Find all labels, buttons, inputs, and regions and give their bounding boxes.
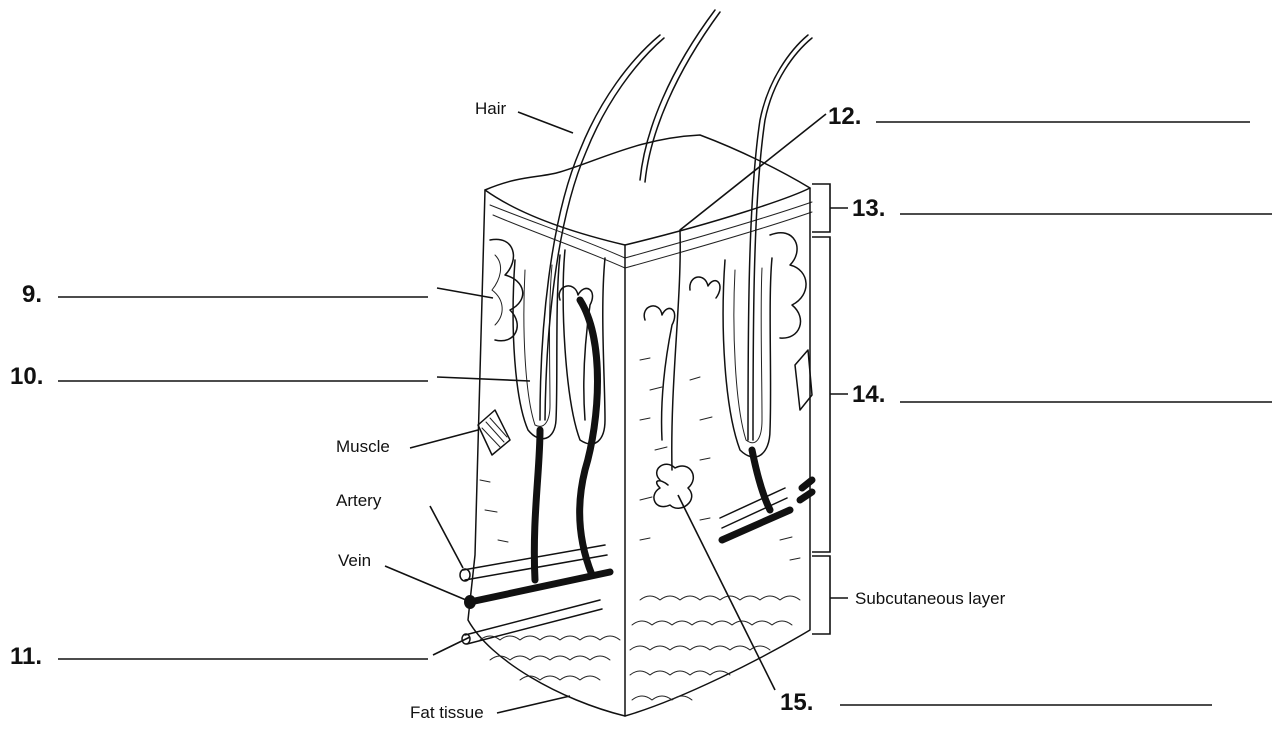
vein-vessel xyxy=(470,572,610,602)
leader-12 xyxy=(680,114,826,230)
sweat-gland-coil xyxy=(654,464,693,508)
label-fat-tissue: Fat tissue xyxy=(410,703,484,722)
bracket-13 xyxy=(812,184,848,232)
block-outline xyxy=(468,188,810,716)
capillary-loop xyxy=(690,277,720,298)
skin-block-illustration xyxy=(460,10,812,716)
label-vein: Vein xyxy=(338,551,371,570)
leader-muscle xyxy=(410,430,478,448)
right-gland xyxy=(770,233,806,338)
leader-11 xyxy=(433,637,470,655)
label-subcutaneous-layer: Subcutaneous layer xyxy=(855,589,1006,608)
vein-end xyxy=(464,595,476,609)
leader-fat-tissue xyxy=(497,696,570,713)
left-gland-inner xyxy=(492,255,502,325)
blank-14-number: 14. xyxy=(852,381,885,408)
sweat-duct xyxy=(672,230,680,470)
blank-15-number: 15. xyxy=(780,689,813,716)
bracket-subcutaneous xyxy=(812,556,848,634)
right-side-vessel xyxy=(800,480,812,500)
blank-10-number: 10. xyxy=(10,363,43,390)
hair-strand xyxy=(545,38,664,420)
leader-vein xyxy=(385,566,466,600)
epidermis-line xyxy=(493,212,812,268)
artery-end xyxy=(460,569,470,581)
capillary-loop xyxy=(559,286,592,420)
label-artery: Artery xyxy=(336,491,382,510)
dermal-vessel xyxy=(580,300,598,575)
epidermis-line xyxy=(490,202,812,258)
dermal-vessel xyxy=(752,450,770,510)
right-artery xyxy=(720,488,787,528)
follicle-left xyxy=(513,255,560,439)
leader-9 xyxy=(437,288,493,298)
capillary-loop xyxy=(644,306,674,440)
blank-12-number: 12. xyxy=(828,103,861,130)
bracket-14 xyxy=(812,237,848,552)
blank-11-number: 11. xyxy=(10,643,42,670)
label-hair: Hair xyxy=(475,99,507,118)
leader-hair xyxy=(518,112,573,133)
nerve-vessel xyxy=(465,600,602,644)
label-muscle: Muscle xyxy=(336,437,390,456)
hair-strand xyxy=(748,35,808,440)
arrector-muscle xyxy=(478,410,510,455)
right-vein xyxy=(722,510,790,540)
blank-13-number: 13. xyxy=(852,195,885,222)
blank-9-number: 9. xyxy=(22,281,42,308)
leader-artery xyxy=(430,506,463,568)
fat-cells xyxy=(480,596,800,700)
